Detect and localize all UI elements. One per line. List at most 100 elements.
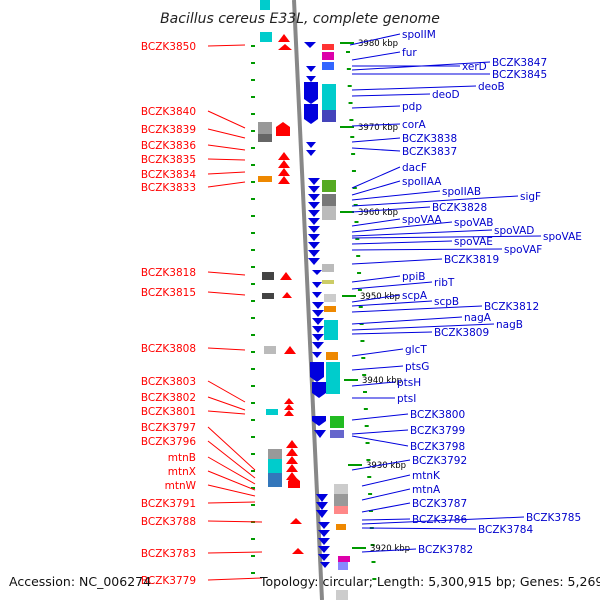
right-gene-label: glcT: [405, 344, 427, 356]
left-leader-line: [207, 484, 256, 497]
left-leader-line: [207, 271, 246, 276]
right-tick: [363, 391, 367, 393]
left-tick: [251, 487, 255, 489]
plus-strand-arrow: [306, 150, 316, 156]
right-leader-line: [351, 305, 483, 313]
left-leader-line: [207, 44, 246, 47]
plus-strand-arrow: [308, 242, 320, 249]
right-leader-line: [349, 33, 401, 46]
right-tick: [352, 187, 357, 189]
plus-strand-arrow: [306, 66, 316, 72]
right-gene-label: mtnA: [412, 484, 441, 496]
left-tick: [251, 368, 255, 370]
plus-strand-arrow: [318, 554, 330, 561]
right-leader-line: [361, 527, 477, 530]
minus-strand-arrow: [278, 152, 290, 160]
right-tick: [358, 306, 363, 308]
gene-feature-box: [324, 306, 336, 312]
minus-strand-arrow: [278, 44, 292, 50]
right-gene-label: BCZK3847: [492, 57, 547, 69]
right-leader-line: [351, 240, 453, 245]
gene-feature-box: [262, 272, 274, 280]
plus-strand-arrow: [308, 218, 320, 225]
right-tick: [351, 170, 356, 172]
left-tick: [251, 147, 255, 149]
plus-strand-arrow: [312, 416, 326, 426]
left-tick: [251, 215, 255, 217]
plus-strand-arrow: [316, 502, 328, 510]
left-tick: [251, 283, 255, 285]
gene-feature-box: [322, 44, 334, 50]
gene-feature-box: [334, 494, 348, 506]
left-leader-line: [207, 110, 246, 129]
left-gene-label: BCZK3808: [141, 343, 196, 355]
right-leader-line: [351, 206, 431, 213]
right-leader-line: [351, 258, 443, 265]
right-leader-line: [351, 435, 409, 447]
right-gene-label: fur: [402, 47, 417, 59]
right-gene-label: BCZK3782: [418, 544, 473, 556]
gene-feature-box: [334, 506, 348, 514]
right-leader-line: [351, 218, 401, 227]
minus-strand-arrow: [286, 464, 298, 472]
left-leader-line: [207, 396, 246, 411]
left-tick: [251, 334, 255, 336]
right-leader-line: [351, 105, 401, 109]
right-gene-label: BCZK3787: [412, 498, 467, 510]
plus-strand-arrow: [312, 342, 324, 349]
right-gene-label: ptsG: [405, 361, 429, 373]
minus-strand-arrow: [284, 404, 294, 410]
left-leader-line: [207, 551, 263, 554]
right-gene-label: BCZK3785: [526, 512, 581, 524]
gene-feature-box: [324, 294, 336, 302]
right-tick: [363, 408, 368, 410]
left-gene-label: BCZK3802: [141, 392, 196, 404]
left-leader-line: [207, 410, 246, 415]
right-leader-line: [351, 381, 396, 387]
left-gene-label: BCZK3834: [141, 169, 196, 181]
kbp-label: 3920 kbp: [370, 544, 410, 554]
gene-feature-box: [324, 320, 338, 330]
right-leader-line: [351, 221, 453, 233]
plus-strand-arrow: [312, 352, 322, 358]
right-leader-line: [351, 300, 433, 307]
plus-strand-arrow: [314, 430, 326, 438]
right-leader-line: [351, 275, 401, 283]
plus-strand-arrow: [316, 494, 328, 502]
plus-strand-arrow: [312, 310, 324, 317]
gene-feature-box: [264, 346, 276, 354]
right-gene-label: BCZK3800: [410, 409, 465, 421]
gene-feature-box: [322, 280, 334, 284]
left-tick: [251, 232, 255, 234]
plus-strand-arrow: [304, 42, 316, 48]
right-leader-line: [361, 516, 525, 525]
left-leader-line: [207, 171, 246, 175]
left-tick: [251, 249, 255, 251]
gene-feature-box: [258, 122, 272, 134]
minus-strand-arrow: [278, 168, 290, 176]
left-tick: [251, 317, 255, 319]
left-gene-label: BCZK3815: [141, 287, 196, 299]
gene-feature-box: [322, 84, 336, 96]
right-gene-label: BCZK3838: [402, 133, 457, 145]
gene-feature-box: [258, 134, 272, 142]
gene-arrows: [276, 34, 330, 568]
kbp-label: 3980 kbp: [358, 39, 398, 49]
minus-strand-arrow: [286, 448, 298, 456]
right-gene-label: spoIIAA: [402, 176, 442, 188]
right-gene-label: spoVAA: [402, 214, 443, 226]
gene-feature-box: [322, 180, 336, 192]
minus-strand-arrow: [276, 122, 290, 136]
right-tick: [353, 204, 358, 206]
right-leader-line: [351, 85, 477, 91]
gene-feature-box: [330, 430, 344, 438]
right-leader-line: [351, 323, 495, 331]
right-tick: [359, 323, 364, 325]
right-leader-line: [361, 548, 417, 553]
right-leader-line: [351, 195, 519, 207]
plus-strand-arrow: [308, 234, 320, 241]
right-tick: [364, 425, 369, 427]
right-tick: [346, 51, 350, 53]
left-gene-label: BCZK3818: [141, 267, 196, 279]
